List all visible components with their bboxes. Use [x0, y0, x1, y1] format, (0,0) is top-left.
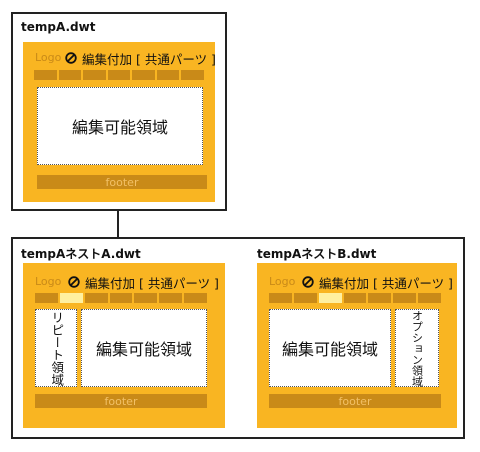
- footer-label: footer: [104, 394, 138, 408]
- common-parts-label: 編集付加 [ 共通パーツ ]: [82, 52, 216, 67]
- editable-region: 編集可能領域: [81, 309, 207, 387]
- nav-item: [134, 293, 158, 303]
- parent-filename: tempA.dwt: [21, 20, 96, 34]
- parent-template-frame: tempA.dwt Logo 編集付加 [ 共通パーツ ] 編集可能領域 foo…: [11, 12, 227, 211]
- nav-item: [159, 293, 183, 303]
- parent-template-area: Logo 編集付加 [ 共通パーツ ] 編集可能領域 footer: [23, 42, 216, 202]
- child-templates-frame: tempAネストA.dwt Logo 編集付加 [ 共通パーツ ] リピート領域…: [11, 237, 465, 439]
- nav-item-active: [59, 293, 83, 303]
- nav-item: [343, 293, 367, 303]
- prohibited-icon: [302, 276, 314, 288]
- editable-region-label: 編集可能領域: [281, 340, 378, 359]
- footer-label: footer: [105, 175, 139, 189]
- editable-region: 編集可能領域: [269, 309, 391, 387]
- prohibited-icon: [65, 52, 77, 64]
- option-region: オプション領域: [395, 309, 439, 387]
- logo-label: Logo: [269, 275, 296, 288]
- nav-bar: [269, 293, 442, 303]
- nav-item: [184, 293, 208, 303]
- nav-item-active: [318, 293, 342, 303]
- editable-region: 編集可能領域: [37, 87, 203, 165]
- nav-item: [156, 70, 180, 80]
- nav-item: [393, 293, 417, 303]
- nav-item: [181, 70, 205, 80]
- nav-item: [293, 293, 317, 303]
- option-region-label: オプション領域: [410, 309, 424, 387]
- nav-item: [35, 293, 58, 303]
- nav-item: [34, 70, 57, 80]
- child-a-template-area: Logo 編集付加 [ 共通パーツ ] リピート領域 編集可能領域 footer: [23, 263, 225, 428]
- nav-item: [368, 293, 392, 303]
- footer-bar: footer: [37, 175, 207, 189]
- child-b-template-area: Logo 編集付加 [ 共通パーツ ] 編集可能領域 オプション領域 foote…: [257, 263, 457, 428]
- nav-item: [58, 70, 82, 80]
- nav-bar: [34, 70, 205, 80]
- nav-item: [109, 293, 133, 303]
- common-parts-label: 編集付加 [ 共通パーツ ]: [319, 276, 453, 291]
- editable-region-label: 編集可能領域: [71, 118, 168, 137]
- repeat-region: リピート領域: [35, 309, 77, 387]
- nav-bar: [35, 293, 208, 303]
- nav-item: [84, 293, 108, 303]
- child-b-filename: tempAネストB.dwt: [257, 247, 377, 261]
- repeat-region-label: リピート領域: [49, 310, 65, 386]
- connector-line: [117, 210, 119, 238]
- editable-region-label: 編集可能領域: [95, 340, 192, 359]
- footer-bar: footer: [269, 394, 441, 408]
- footer-bar: footer: [35, 394, 207, 408]
- nav-item: [418, 293, 442, 303]
- footer-label: footer: [338, 394, 372, 408]
- common-parts-label: 編集付加 [ 共通パーツ ]: [85, 276, 219, 291]
- nav-item: [132, 70, 155, 80]
- nav-item: [107, 70, 131, 80]
- child-a-filename: tempAネストA.dwt: [21, 247, 141, 261]
- prohibited-icon: [68, 276, 80, 288]
- logo-label: Logo: [35, 275, 62, 288]
- logo-label: Logo: [35, 51, 62, 64]
- nav-item: [83, 70, 106, 80]
- nav-item: [269, 293, 292, 303]
